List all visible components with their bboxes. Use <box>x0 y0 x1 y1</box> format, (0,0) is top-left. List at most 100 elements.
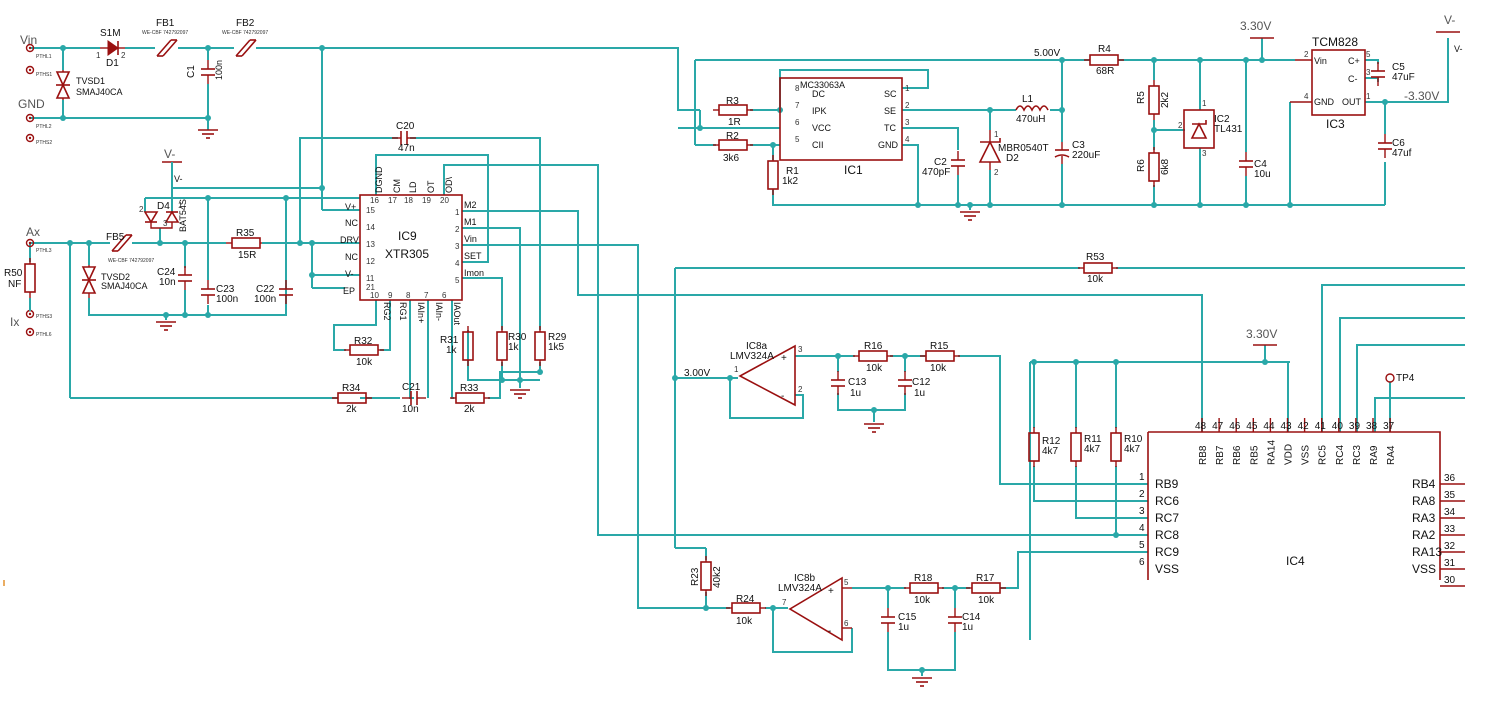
mcu-top-pin-name: RA14 <box>1266 440 1277 465</box>
r24-label: R24 <box>736 594 755 605</box>
pthl2: PTHL2 <box>36 124 52 130</box>
fb2-part: WE-CBF 742792097 <box>222 30 268 36</box>
mcu-top-pin-num: 38 <box>1366 421 1378 432</box>
r3-value: 1R <box>728 117 741 128</box>
mcu-left-pin-name: RC7 <box>1155 511 1179 525</box>
svg-text:1: 1 <box>734 365 739 374</box>
pthl3: PTHL3 <box>36 248 52 254</box>
c2-label: C2 <box>934 157 947 168</box>
r23-label: R23 <box>690 567 701 586</box>
c6-value: 47uf <box>1392 148 1412 159</box>
r2-label: R2 <box>726 131 739 142</box>
svg-text:GND: GND <box>878 140 899 150</box>
pths2: PTHS2 <box>36 140 52 146</box>
r17-label: R17 <box>976 573 995 584</box>
svg-text:3: 3 <box>798 345 803 354</box>
mcu-top-pin-name: RC5 <box>1318 445 1329 465</box>
svg-text:4: 4 <box>905 135 910 144</box>
svg-text:SET: SET <box>464 251 482 261</box>
r3-label: R3 <box>726 96 739 107</box>
mcu-top-pin-num: 42 <box>1298 421 1310 432</box>
net-vin: Vin <box>20 33 37 47</box>
svg-text:NC: NC <box>345 218 358 228</box>
svg-text:NC: NC <box>345 252 358 262</box>
c12-value: 1u <box>914 388 925 399</box>
mcu-top-pin-num: 39 <box>1349 421 1361 432</box>
net-gnd: GND <box>18 97 45 111</box>
fb1-label: FB1 <box>156 18 175 29</box>
svg-text:V-: V- <box>345 269 354 279</box>
svg-text:2: 2 <box>798 385 803 394</box>
ic8a-value: LMV324A <box>730 351 774 362</box>
r15-value: 10k <box>930 363 947 374</box>
mcu-right-pin-name: VSS <box>1412 562 1436 576</box>
svg-text:TC: TC <box>884 123 896 133</box>
r30-label: R30 <box>508 332 527 343</box>
r1-label: R1 <box>786 166 799 177</box>
svg-text:20: 20 <box>440 196 449 205</box>
filters: R53 10k +- IC8a LMV324A 312 3.00V R16 10… <box>684 252 1119 687</box>
net-3v3-b: 3.30V <box>1246 327 1277 341</box>
c22-value: 100n <box>254 294 276 305</box>
svg-text:OD\: OD\ <box>444 177 454 194</box>
r11-label: R11 <box>1084 434 1102 445</box>
c21-label: C21 <box>402 382 421 393</box>
net-vminus-2b: V- <box>1454 44 1463 54</box>
ic8b-ref: IC8b <box>794 573 816 584</box>
mcu-right-pin-name: RA13 <box>1412 545 1442 559</box>
mcu-top-pin-name: RC4 <box>1335 445 1346 465</box>
ic2-label: IC2 <box>1214 114 1230 125</box>
tvsd1-value: SMAJ40CA <box>76 87 123 97</box>
svg-text:7: 7 <box>782 598 787 607</box>
r33-label: R33 <box>460 383 479 394</box>
svg-text:1: 1 <box>96 51 101 60</box>
ic9-ref: IC9 <box>398 229 417 243</box>
svg-text:7: 7 <box>424 291 429 300</box>
svg-text:10: 10 <box>370 291 379 300</box>
c13-label: C13 <box>848 377 867 388</box>
r11-value: 4k7 <box>1084 444 1101 455</box>
tvsd2-label: TVSD2 <box>101 272 130 282</box>
s1m-label: S1M <box>100 28 121 39</box>
svg-text:IAIn+: IAIn+ <box>416 302 426 323</box>
net-ix: Ix <box>10 315 19 329</box>
svg-text:2: 2 <box>1178 121 1183 130</box>
c3-label: C3 <box>1072 140 1085 151</box>
svg-text:1: 1 <box>994 130 999 139</box>
c1-value: 100n <box>214 60 224 80</box>
r10-label: R10 <box>1124 434 1143 445</box>
svg-text:8: 8 <box>795 84 800 93</box>
c23-label: C23 <box>216 284 235 295</box>
svg-text:M2: M2 <box>464 200 477 210</box>
tp4-marker <box>1385 373 1395 383</box>
r31-label: R31 <box>440 335 459 346</box>
svg-text:Vin: Vin <box>1314 56 1327 66</box>
net-5v: 5.00V <box>1034 48 1060 59</box>
svg-text:3: 3 <box>163 219 168 228</box>
svg-text:C+: C+ <box>1348 56 1360 66</box>
r29-value: 1k5 <box>548 342 565 353</box>
svg-text:18: 18 <box>404 196 413 205</box>
mcu-top-pin-num: 41 <box>1315 421 1327 432</box>
mcu-top-pins: 48RB847RB746RB645RB544RA1443VDD42VSS41RC… <box>1195 418 1397 465</box>
front-end: Vin GND Ax Ix PTHL1 PTHS1 PTHL2 PTHS2 PT… <box>4 18 294 338</box>
svg-text:Imon: Imon <box>464 268 484 278</box>
svg-text:21: 21 <box>366 283 375 292</box>
r35-value: 15R <box>238 250 256 261</box>
svg-text:DC: DC <box>812 89 825 99</box>
svg-text:6: 6 <box>442 291 447 300</box>
mcu-top-pin-num: 43 <box>1281 421 1293 432</box>
r33-value: 2k <box>464 404 476 415</box>
svg-text:12: 12 <box>366 257 375 266</box>
svg-text:2: 2 <box>1304 50 1309 59</box>
c4-value: 10u <box>1254 169 1271 180</box>
r29-label: R29 <box>548 332 567 343</box>
svg-text:Vin: Vin <box>464 234 477 244</box>
mcu-top-pin-num: 37 <box>1383 421 1395 432</box>
r16-label: R16 <box>864 341 883 352</box>
d1-label: D1 <box>106 58 119 69</box>
vminus-net-1b: V- <box>174 174 183 184</box>
